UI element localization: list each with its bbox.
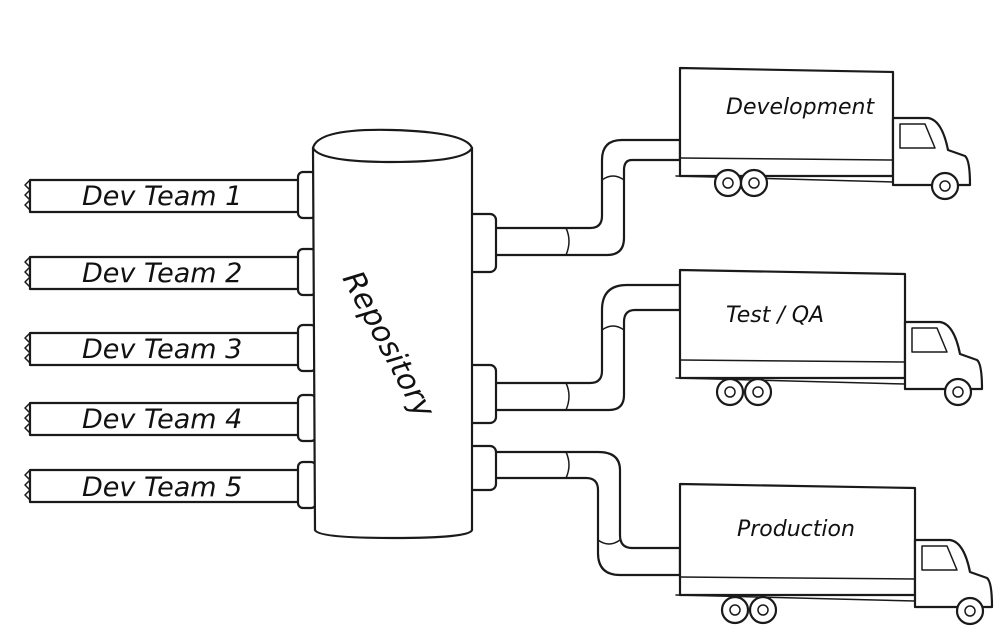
pipe-to-test-qa <box>493 283 682 412</box>
truck-label-test-qa: Test / QA <box>726 303 824 328</box>
dev-team-label-2: Dev Team 2 <box>82 258 242 289</box>
dev-team-pipe-5: Dev Team 5 <box>24 460 318 510</box>
pipe-to-production <box>493 450 682 577</box>
truck-label-development: Development <box>726 95 875 120</box>
dev-team-pipe-4: Dev Team 4 <box>24 393 318 443</box>
truck-label-production: Production <box>737 517 855 542</box>
pipe-to-development <box>493 138 682 257</box>
dev-team-pipe-2: Dev Team 2 <box>24 247 318 297</box>
dev-team-label-5: Dev Team 5 <box>82 472 242 503</box>
dev-team-label-3: Dev Team 3 <box>82 334 242 365</box>
truck-production: Production <box>675 482 994 626</box>
truck-development: Development <box>675 66 972 201</box>
dev-team-pipe-1: Dev Team 1 <box>24 170 318 220</box>
dev-team-label-1: Dev Team 1 <box>82 181 242 212</box>
truck-test-qa: Test / QA <box>675 268 984 407</box>
dev-team-pipe-3: Dev Team 3 <box>24 323 318 373</box>
repository-tank: Repository <box>311 128 474 540</box>
dev-team-label-4: Dev Team 4 <box>82 404 242 435</box>
